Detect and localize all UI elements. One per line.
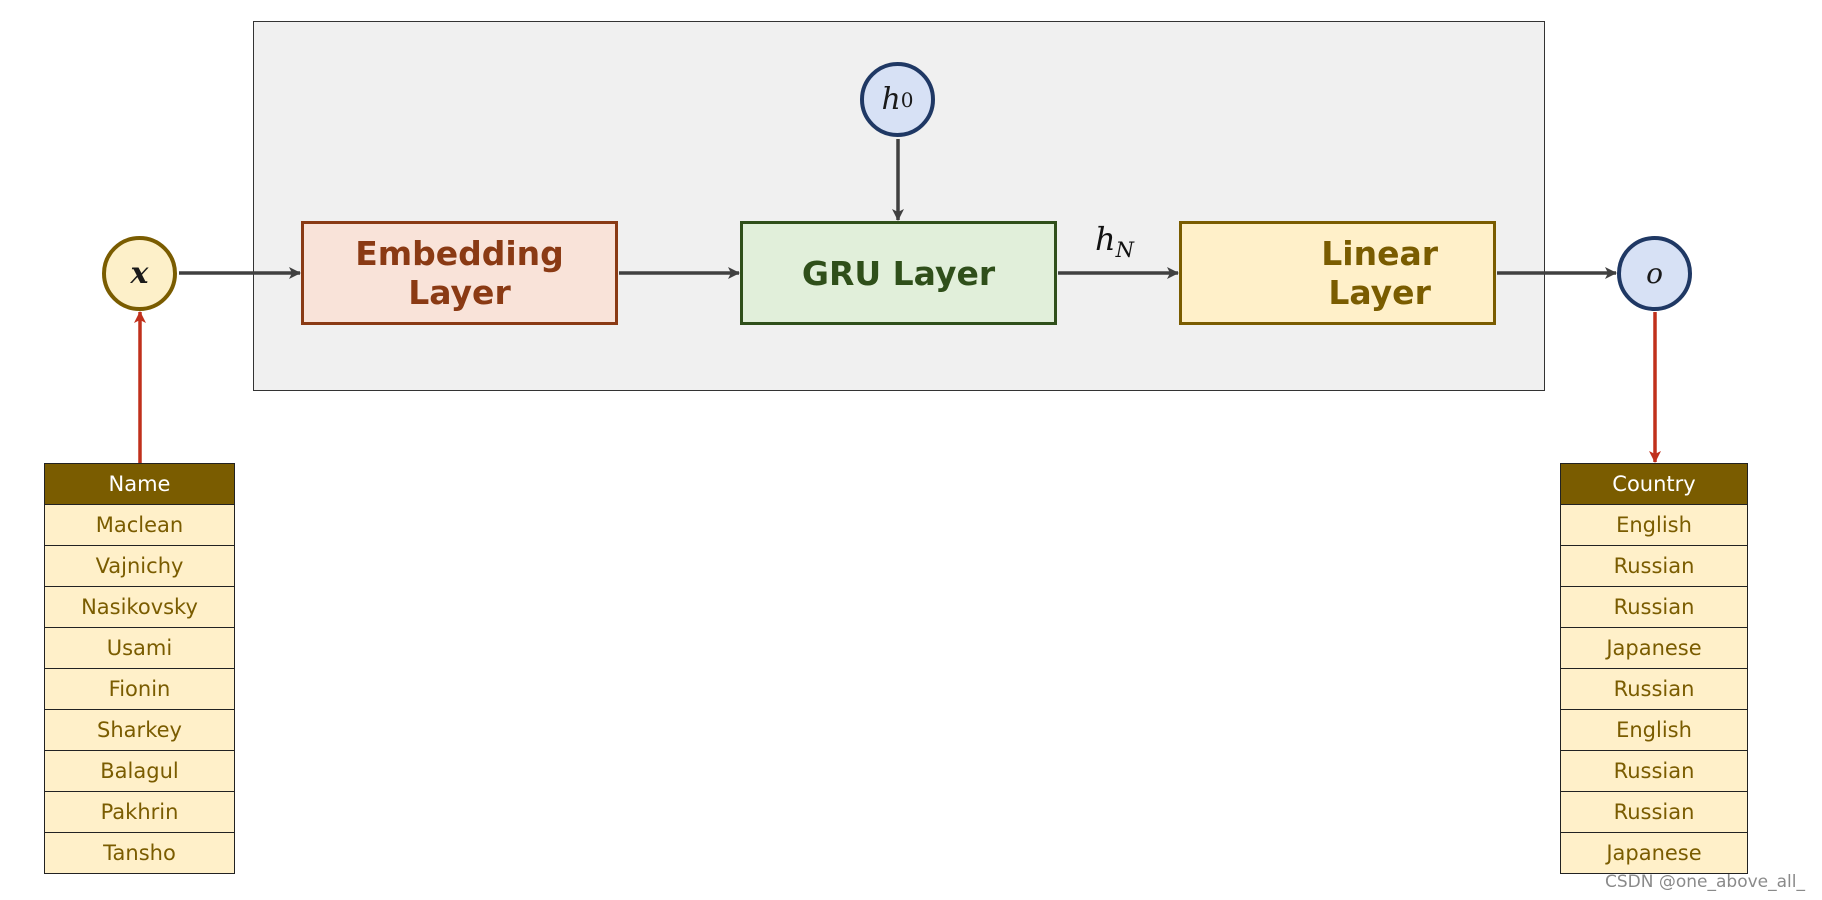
country-table: Country English Russian Russian Japanese… — [1560, 463, 1748, 874]
embedding-layer-box: Embedding Layer — [301, 221, 618, 325]
initial-hidden-symbol: h — [881, 82, 901, 117]
output-node-symbol: o — [1646, 257, 1663, 290]
name-table-cell: Usami — [44, 627, 235, 669]
country-table-cell: English — [1560, 709, 1748, 751]
final-hidden-label: hN — [1095, 220, 1134, 262]
country-table-cell: Japanese — [1560, 627, 1748, 669]
final-hidden-symbol: h — [1095, 220, 1116, 258]
input-node-symbol: x — [130, 256, 149, 291]
country-table-header: Country — [1560, 463, 1748, 505]
country-table-cell: Russian — [1560, 750, 1748, 792]
embedding-layer-label-line1: Embedding — [355, 234, 564, 273]
country-table-cell: Japanese — [1560, 832, 1748, 874]
country-table-cell: Russian — [1560, 791, 1748, 833]
gru-layer-box: GRU Layer — [740, 221, 1057, 325]
name-table-cell: Fionin — [44, 668, 235, 710]
name-table-cell: Vajnichy — [44, 545, 235, 587]
country-table-cell: English — [1560, 504, 1748, 546]
name-table-cell: Nasikovsky — [44, 586, 235, 628]
final-hidden-subscript: N — [1115, 238, 1134, 262]
name-table-cell: Tansho — [44, 832, 235, 874]
gru-layer-label: GRU Layer — [801, 253, 996, 293]
linear-layer-label-line1: Linear — [1321, 234, 1438, 273]
input-node-x: x — [102, 236, 177, 311]
embedding-layer-label-line2: Layer — [408, 273, 511, 312]
country-table-cell: Russian — [1560, 586, 1748, 628]
country-table-cell: Russian — [1560, 668, 1748, 710]
name-table-cell: Maclean — [44, 504, 235, 546]
name-table-cell: Balagul — [44, 750, 235, 792]
name-table-cell: Sharkey — [44, 709, 235, 751]
name-table-header: Name — [44, 463, 235, 505]
name-table-cell: Pakhrin — [44, 791, 235, 833]
output-node-o: o — [1617, 236, 1692, 311]
linear-layer-label-line2: Layer — [1328, 273, 1431, 312]
watermark-text: CSDN @one_above_all_ — [1605, 872, 1805, 892]
name-table: Name Maclean Vajnichy Nasikovsky Usami F… — [44, 463, 235, 874]
linear-layer-box: Linear Layer — [1179, 221, 1496, 325]
initial-hidden-subscript: 0 — [900, 87, 914, 112]
country-table-cell: Russian — [1560, 545, 1748, 587]
